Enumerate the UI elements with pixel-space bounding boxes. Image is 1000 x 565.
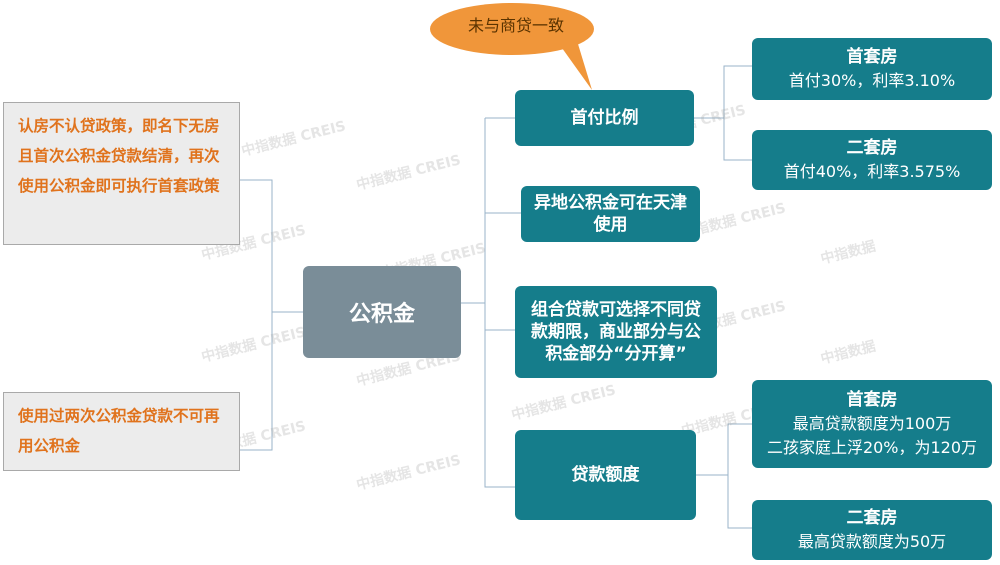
bubble-text: 未与商贷一致 [467,16,564,35]
leaf-line: 首付30%，利率3.10% [788,71,956,90]
branch-remote-fund: 异地公积金可在天津使用 [521,186,700,242]
leaf-line: 首付40%，利率3.575% [783,162,961,181]
note-two-loans-limit: 使用过两次公积金贷款不可再用公积金 [3,392,240,471]
leaf-line: 二孩家庭上浮20%，为120万 [766,438,978,457]
branch-loan-limit: 贷款额度 [515,430,696,520]
branch-label: 首付比例 [570,108,639,128]
branch-combo-loan: 组合贷款可选择不同贷款期限，商业部分与公积金部分“分开算” [515,286,717,378]
leaf-line: 最高贷款额度为50万 [797,532,947,551]
leaf-first-home-payment: 首套房 首付30%，利率3.10% [752,38,992,100]
branch-down-payment: 首付比例 [515,90,694,146]
branch-label: 异地公积金可在天津使用 [534,193,687,235]
note-text: 使用过两次公积金贷款不可再用公积金 [18,407,220,455]
center-label: 公积金 [348,302,415,327]
leaf-first-home-limit: 首套房 最高贷款额度为100万 二孩家庭上浮20%，为120万 [752,380,992,468]
leaf-title: 二套房 [846,138,898,158]
leaf-second-home-payment: 二套房 首付40%，利率3.575% [752,130,992,190]
note-text: 认房不认贷政策，即名下无房且首次公积金贷款结清，再次使用公积金即可执行首套政策 [18,117,220,195]
branch-label: 组合贷款可选择不同贷款期限，商业部分与公积金部分“分开算” [531,300,701,364]
speech-bubble [430,3,594,90]
leaf-title: 首套房 [846,47,898,67]
leaf-line: 最高贷款额度为100万 [792,414,952,433]
center-node: 公积金 [303,266,461,358]
note-first-home-policy: 认房不认贷政策，即名下无房且首次公积金贷款结清，再次使用公积金即可执行首套政策 [3,102,240,245]
branch-label: 贷款额度 [571,465,640,485]
leaf-title: 二套房 [846,508,898,528]
leaf-second-home-limit: 二套房 最高贷款额度为50万 [752,500,992,560]
leaf-title: 首套房 [846,390,898,410]
